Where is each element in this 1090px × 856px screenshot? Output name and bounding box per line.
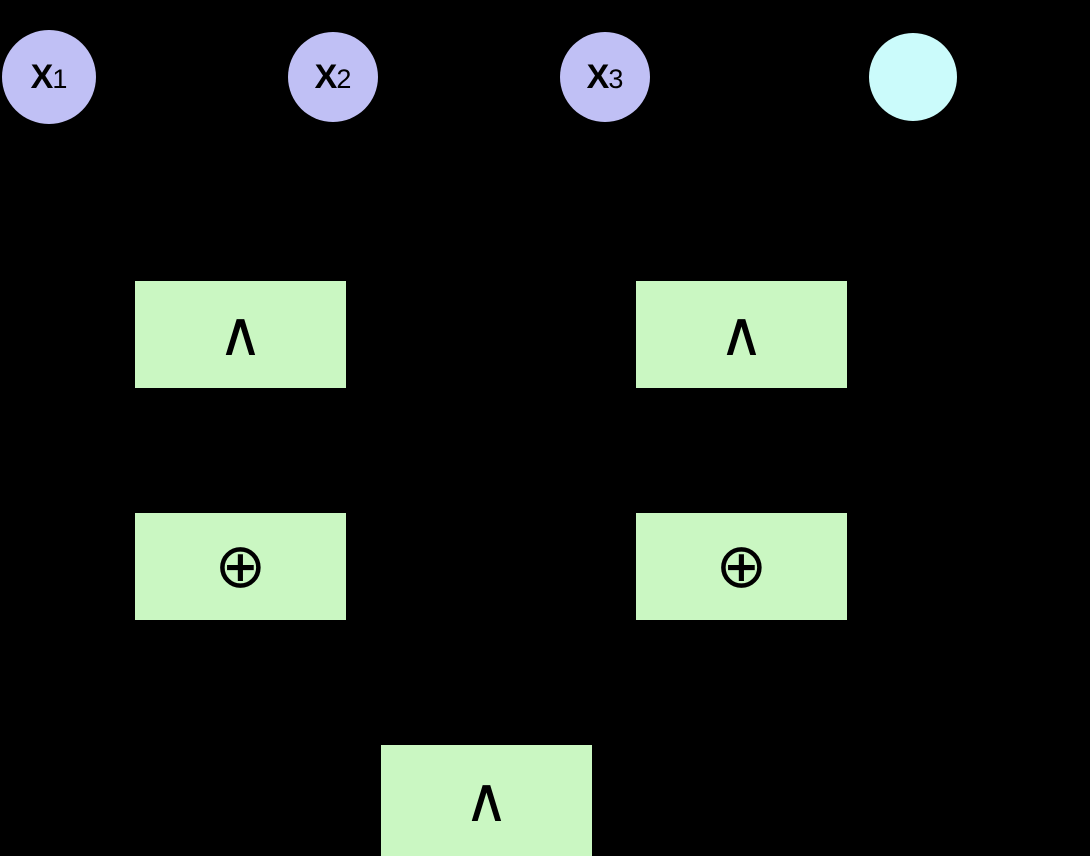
gate-and-left[interactable]: ∧: [135, 281, 346, 388]
logical-and-icon: ∧: [718, 296, 765, 370]
node-x3-index: 3: [608, 64, 624, 94]
logical-and-icon: ∧: [463, 762, 510, 836]
edge-e4: [790, 120, 915, 282]
node-x1-index: 1: [52, 64, 68, 94]
edge-e2: [289, 121, 335, 282]
gate-and-output[interactable]: ∧: [381, 745, 592, 856]
edge-e3: [603, 121, 693, 282]
edge-e8: [536, 618, 742, 747]
gate-and-right[interactable]: ∧: [636, 281, 847, 388]
gate-xor-left[interactable]: ⊕: [135, 513, 346, 620]
node-x2-index: 2: [336, 64, 352, 94]
node-x2-var: X: [314, 58, 338, 96]
exclusive-or-icon: ⊕: [715, 528, 768, 602]
edge-e7: [239, 618, 437, 747]
edge-e1: [47, 122, 192, 283]
node-x3-var: X: [586, 58, 610, 96]
node-x1-var: X: [30, 58, 54, 96]
gate-xor-right[interactable]: ⊕: [636, 513, 847, 620]
logical-and-icon: ∧: [217, 296, 264, 370]
node-unlabeled[interactable]: [869, 33, 957, 121]
edges-group: [47, 120, 915, 747]
exclusive-or-icon: ⊕: [214, 528, 267, 602]
